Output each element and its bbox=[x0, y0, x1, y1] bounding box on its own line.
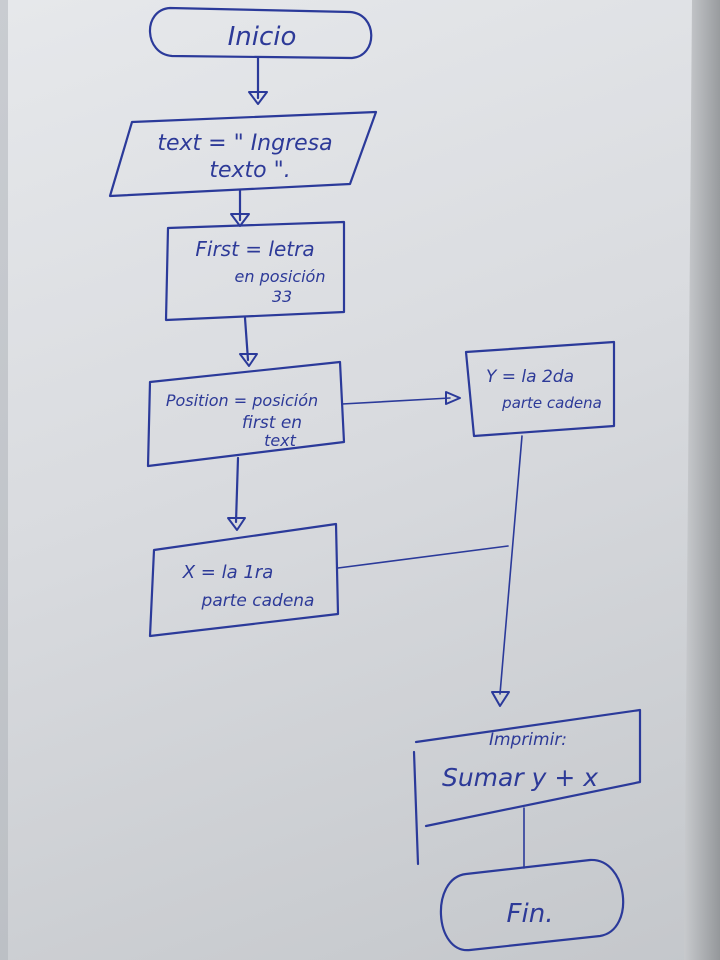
arrow-position-to-y bbox=[341, 391, 461, 405]
input-parallelogram: text = " Ingresa texto ". bbox=[108, 110, 378, 198]
first-line-1: First = letra bbox=[195, 237, 314, 261]
y-line-2: parte cadena bbox=[501, 394, 602, 412]
y-process-box: Y = la 2da parte cadena bbox=[464, 340, 616, 438]
position-line-2: first en bbox=[242, 413, 302, 433]
arrow-input-to-first bbox=[230, 188, 250, 227]
print-box: Imprimir: Sumar y + x bbox=[412, 708, 642, 866]
first-line-3: 33 bbox=[272, 287, 292, 306]
position-process-box: Position = posición first en text bbox=[146, 360, 346, 468]
arrow-to-print bbox=[491, 691, 510, 707]
y-line-1: Y = la 2da bbox=[486, 367, 574, 387]
print-line-1: Imprimir: bbox=[489, 730, 567, 750]
arrow-first-to-position bbox=[239, 316, 258, 367]
first-process-box: First = letra en posición 33 bbox=[164, 220, 346, 322]
start-terminal: Inicio bbox=[148, 6, 373, 60]
end-label: Fin. bbox=[507, 899, 554, 929]
start-label: Inicio bbox=[228, 22, 297, 52]
print-line-2: Sumar y + x bbox=[442, 763, 598, 792]
x-line-2: parte cadena bbox=[201, 591, 315, 611]
connector-y-down bbox=[499, 435, 523, 695]
first-line-2: en posición bbox=[235, 267, 326, 286]
x-line-1: X = la 1ra bbox=[182, 562, 274, 583]
position-line-1: Position = posición bbox=[166, 391, 318, 410]
arrow-position-to-x bbox=[227, 456, 246, 531]
connector-x-right bbox=[337, 545, 509, 569]
arrow-start-to-input bbox=[248, 56, 268, 105]
end-terminal: Fin. bbox=[439, 858, 625, 952]
position-line-3: text bbox=[264, 431, 297, 450]
paper-sheet bbox=[8, 0, 720, 960]
input-line-1: text = " Ingresa bbox=[157, 131, 332, 156]
x-process-box: X = la 1ra parte cadena bbox=[148, 522, 340, 638]
input-line-2: texto ". bbox=[209, 158, 290, 183]
